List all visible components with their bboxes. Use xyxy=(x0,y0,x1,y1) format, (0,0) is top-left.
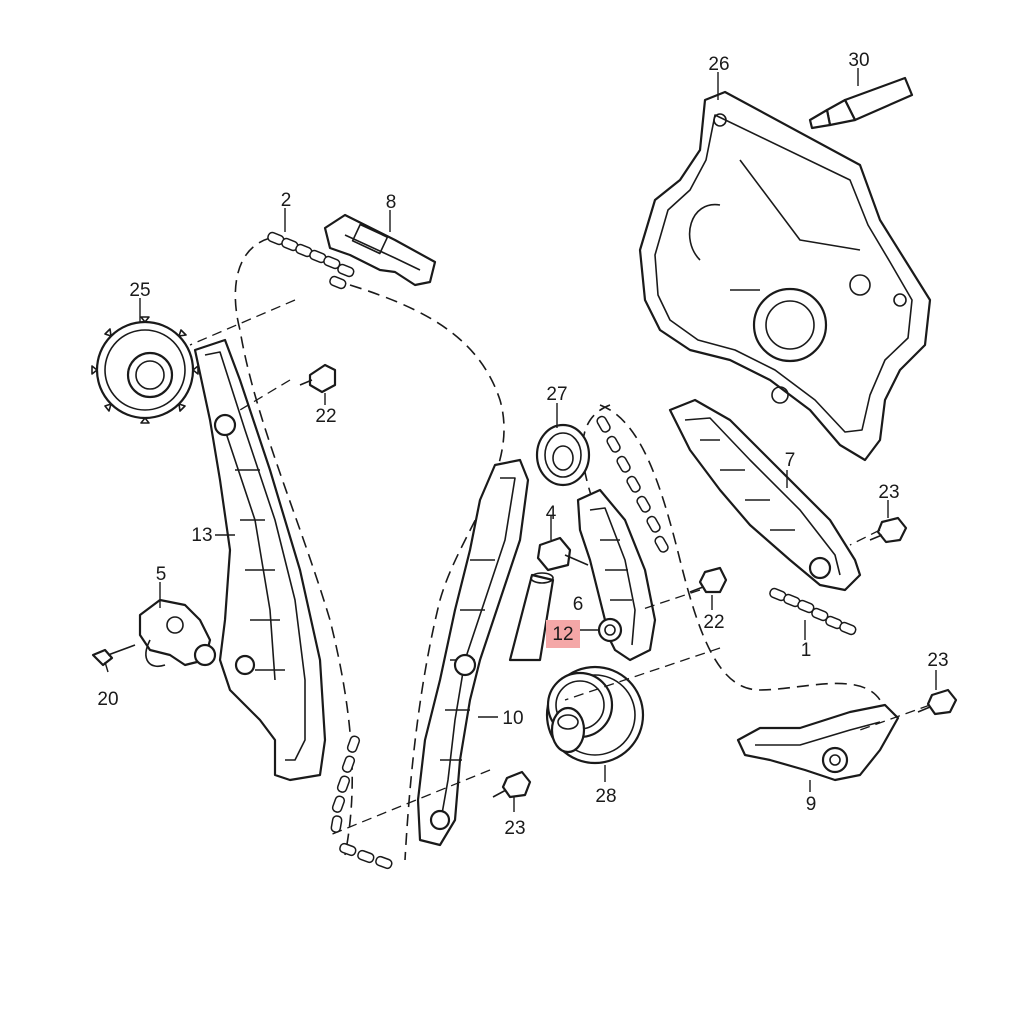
sprocket-part-27[interactable] xyxy=(535,423,591,487)
bolt-part-23-right[interactable] xyxy=(869,516,908,544)
callout-23-right[interactable]: 23 xyxy=(878,482,899,503)
washer-part-12[interactable] xyxy=(597,617,623,643)
bolt-part-23-lower-center[interactable] xyxy=(492,770,532,799)
tensioner-rail-part-13[interactable] xyxy=(193,338,327,782)
callout-22-upper[interactable]: 22 xyxy=(315,406,336,427)
callout-23-lower-right[interactable]: 23 xyxy=(927,650,948,671)
callout-1[interactable]: 1 xyxy=(801,640,812,661)
bolt-part-22-upper[interactable] xyxy=(299,363,337,394)
chain-segment-lower[interactable] xyxy=(330,735,393,870)
leader-lines xyxy=(104,68,937,836)
callout-labels: 2 8 25 22 13 5 20 26 30 27 4 6 12 7 23 2… xyxy=(97,50,948,839)
chain-segment-middle[interactable] xyxy=(596,415,670,553)
callout-20[interactable]: 20 xyxy=(97,689,118,710)
callout-4[interactable]: 4 xyxy=(546,503,557,524)
sprocket-part-28[interactable] xyxy=(545,665,645,765)
chain-guide-part-10[interactable] xyxy=(416,458,530,847)
chain-tensioner-part-5[interactable] xyxy=(138,598,217,667)
callout-highlight-12 xyxy=(546,620,580,648)
callout-26[interactable]: 26 xyxy=(708,54,729,75)
timing-cover-part-26[interactable] xyxy=(638,90,932,462)
sleeve-part-6[interactable] xyxy=(508,572,555,662)
chain-guide-part-9[interactable] xyxy=(736,703,900,782)
chain-part-1[interactable] xyxy=(769,587,857,636)
seal-bore-icon xyxy=(752,287,828,363)
bolt-part-23-lower-right[interactable] xyxy=(917,688,958,716)
callout-28[interactable]: 28 xyxy=(595,786,616,807)
bolt-part-22-lower[interactable] xyxy=(689,566,728,594)
callout-25[interactable]: 25 xyxy=(129,280,150,301)
sprocket-part-25[interactable] xyxy=(91,316,199,424)
chain-guide-part-8[interactable] xyxy=(323,213,437,287)
chain-guide-part-7[interactable] xyxy=(668,398,862,592)
callout-6[interactable]: 6 xyxy=(573,594,584,615)
sealant-tube-part-30[interactable] xyxy=(808,76,914,130)
callout-9[interactable]: 9 xyxy=(806,794,817,815)
callout-12[interactable]: 12 xyxy=(552,624,573,645)
callout-22-lower[interactable]: 22 xyxy=(703,612,724,633)
callout-27[interactable]: 27 xyxy=(546,384,567,405)
callout-5[interactable]: 5 xyxy=(156,564,167,585)
callout-10[interactable]: 10 xyxy=(502,708,523,729)
bolt-part-4[interactable] xyxy=(536,536,589,572)
callout-30[interactable]: 30 xyxy=(848,50,869,71)
chain-part-2[interactable] xyxy=(267,231,355,290)
callout-8[interactable]: 8 xyxy=(386,192,397,213)
callout-2[interactable]: 2 xyxy=(281,190,292,211)
bolt-part-20[interactable] xyxy=(91,644,136,667)
callout-13[interactable]: 13 xyxy=(191,525,212,546)
callout-23-lower-center[interactable]: 23 xyxy=(504,818,525,839)
callout-7[interactable]: 7 xyxy=(785,450,796,471)
tensioner-rail-short[interactable] xyxy=(576,488,657,662)
sprocket-teeth-icon xyxy=(91,316,199,424)
